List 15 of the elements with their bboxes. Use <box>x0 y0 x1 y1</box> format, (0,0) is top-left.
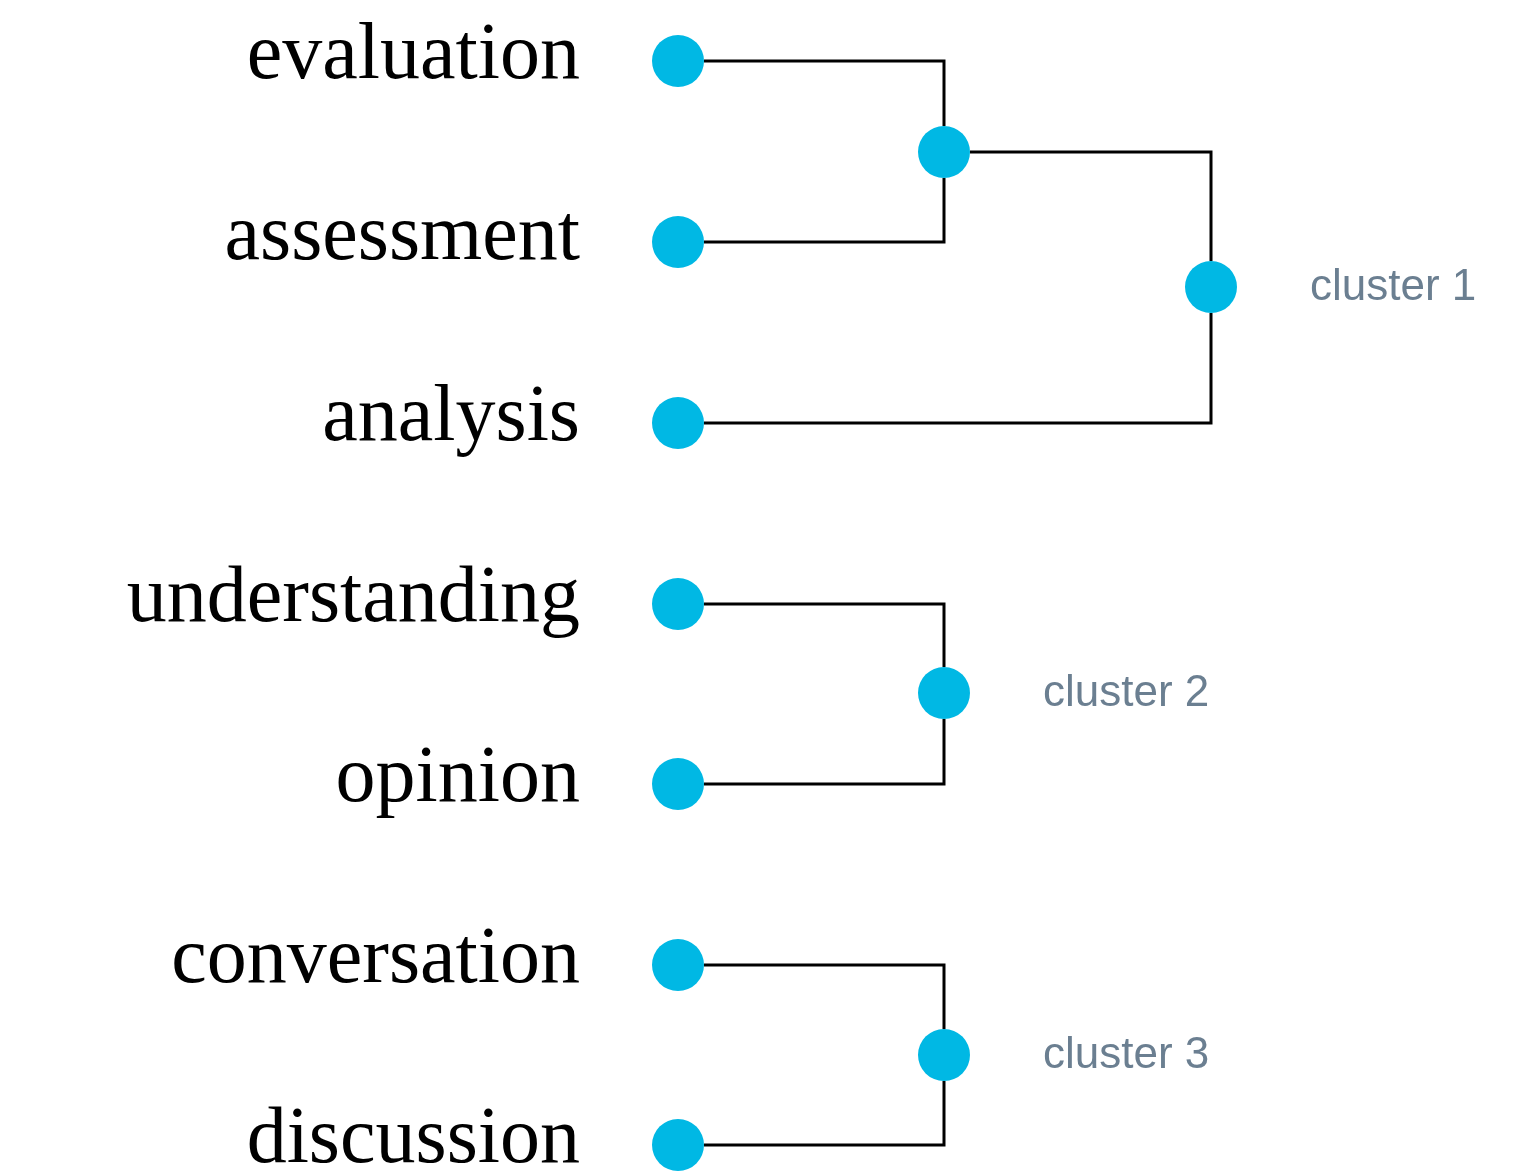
connector-line <box>704 602 946 667</box>
connector-line <box>704 963 946 1029</box>
cluster-label: cluster 1 <box>1310 263 1477 307</box>
cluster-label: cluster 2 <box>1043 669 1210 713</box>
connector-line <box>704 178 946 244</box>
term-label: conversation <box>171 915 580 995</box>
connector-line <box>704 1081 946 1147</box>
connector-line <box>704 59 946 126</box>
cluster-label: cluster 3 <box>1043 1031 1210 1075</box>
term-label: assessment <box>224 192 580 272</box>
term-label: evaluation <box>246 11 580 91</box>
connector-line <box>704 313 1213 425</box>
connector-line <box>970 150 1213 261</box>
connector-line <box>704 719 946 786</box>
term-label: discussion <box>246 1095 580 1175</box>
